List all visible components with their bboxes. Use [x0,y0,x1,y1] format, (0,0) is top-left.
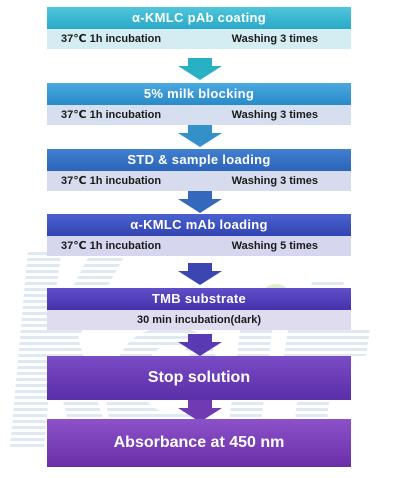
down-arrow-icon [178,58,222,80]
step-title: STD & sample loading [47,149,351,171]
step-stop-solution: Stop solution [47,356,351,400]
step-detail: 37℃ 1h incubation Washing 3 times [47,29,351,49]
down-arrow-icon [178,334,222,356]
incubation-label: 37℃ 1h incubation [61,33,162,45]
step-title: α-KMLC mAb loading [47,214,351,236]
step-detail: 37℃ 1h incubation Washing 3 times [47,105,351,125]
step-detail: 37℃ 1h incubation Washing 5 times [47,236,351,256]
down-arrow-icon [178,400,222,422]
step-milk-blocking: 5% milk blocking 37℃ 1h incubation Washi… [47,83,351,125]
down-arrow-icon [178,125,222,147]
washing-label: Washing 3 times [231,109,318,121]
incubation-label: 37℃ 1h incubation [61,109,162,121]
step-pab-coating: α-KMLC pAb coating 37℃ 1h incubation Was… [47,7,351,49]
incubation-label: 37℃ 1h incubation [61,175,162,187]
incubation-label: 30 min incubation(dark) [136,314,262,326]
step-detail: 37℃ 1h incubation Washing 3 times [47,171,351,191]
step-sample-loading: STD & sample loading 37℃ 1h incubation W… [47,149,351,191]
step-detail: 30 min incubation(dark) [47,310,351,330]
step-mab-loading: α-KMLC mAb loading 37℃ 1h incubation Was… [47,214,351,256]
down-arrow-icon [178,191,222,213]
down-arrow-icon [178,263,222,285]
step-title: 5% milk blocking [47,83,351,105]
step-absorbance: Absorbance at 450 nm [47,419,351,467]
incubation-label: 37℃ 1h incubation [61,240,162,252]
step-title: TMB substrate [47,288,351,310]
washing-label: Washing 5 times [231,240,318,252]
washing-label: Washing 3 times [231,33,318,45]
washing-label: Washing 3 times [231,175,318,187]
step-tmb-substrate: TMB substrate 30 min incubation(dark) [47,288,351,330]
step-title: α-KMLC pAb coating [47,7,351,29]
